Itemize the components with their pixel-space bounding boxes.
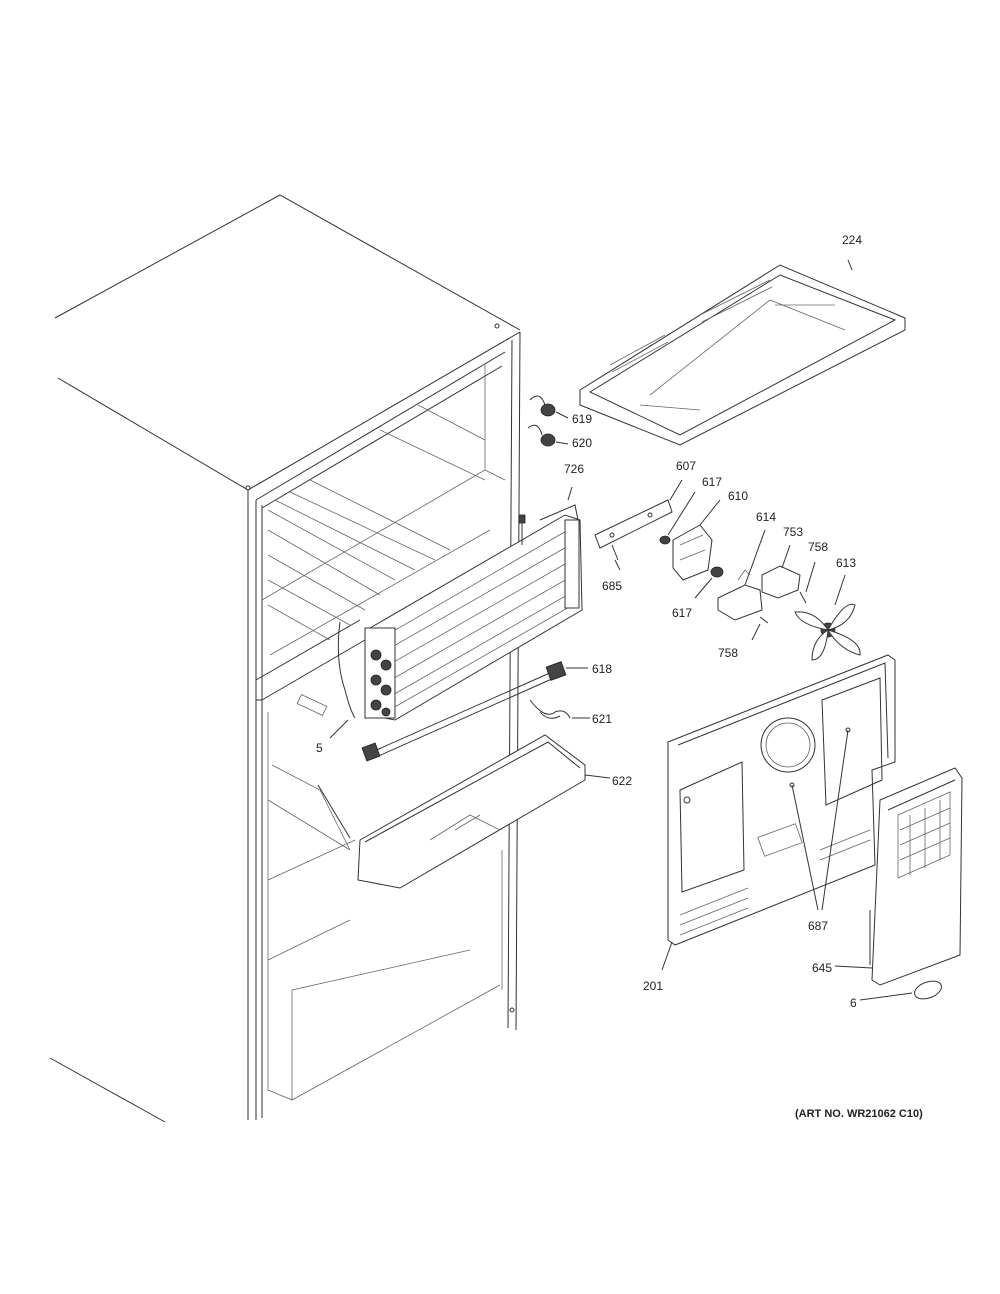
part-610-fan-motor [672, 499, 721, 581]
label-617-top: 617 [702, 475, 722, 489]
label-758-bottom: 758 [718, 646, 738, 660]
label-753: 753 [783, 525, 803, 539]
label-607: 607 [676, 459, 696, 473]
part-201-cover-panel [661, 654, 896, 971]
label-224: 224 [842, 233, 862, 247]
part-685-screw [611, 544, 621, 571]
label-5: 5 [316, 741, 323, 755]
label-6: 6 [850, 996, 857, 1010]
part-614-bracket [717, 529, 766, 621]
label-726: 726 [564, 462, 584, 476]
part-726-evaporator [364, 486, 583, 721]
callout-labels: 224 619 620 726 607 617 610 614 753 758 … [316, 233, 862, 1010]
label-685: 685 [602, 579, 622, 593]
part-5-wire [329, 621, 356, 739]
part-617-grommet-bottom [694, 566, 724, 599]
label-201: 201 [643, 979, 663, 993]
label-617-bottom: 617 [672, 606, 692, 620]
label-622: 622 [612, 774, 632, 788]
label-614: 614 [756, 510, 776, 524]
part-617-grommet-top [659, 491, 696, 545]
art-number: (ART NO. WR21062 C10) [795, 1108, 923, 1120]
label-758-top: 758 [808, 540, 828, 554]
part-224-shelf [579, 259, 906, 446]
part-621-clip [529, 699, 590, 719]
refrigerator-cabinet [49, 194, 521, 1123]
label-610: 610 [728, 489, 748, 503]
label-619: 619 [572, 412, 592, 426]
label-613: 613 [836, 556, 856, 570]
part-753-clip [761, 544, 801, 599]
part-758-screw-top [799, 561, 816, 604]
label-687: 687 [808, 919, 828, 933]
part-687-screws [791, 729, 849, 911]
label-621: 621 [592, 712, 612, 726]
part-619-sensor [529, 395, 569, 419]
part-645-grille [834, 767, 963, 986]
label-618: 618 [592, 662, 612, 676]
part-607-bracket [594, 479, 683, 549]
part-6-cap [859, 980, 942, 1001]
part-613-fan-blade [794, 574, 861, 661]
label-620: 620 [572, 436, 592, 450]
part-618-heater [361, 661, 588, 762]
part-620-sensor [527, 424, 569, 447]
part-758-screw-bottom [751, 616, 769, 641]
part-622-drain-pan [317, 734, 611, 889]
label-645: 645 [812, 961, 832, 975]
